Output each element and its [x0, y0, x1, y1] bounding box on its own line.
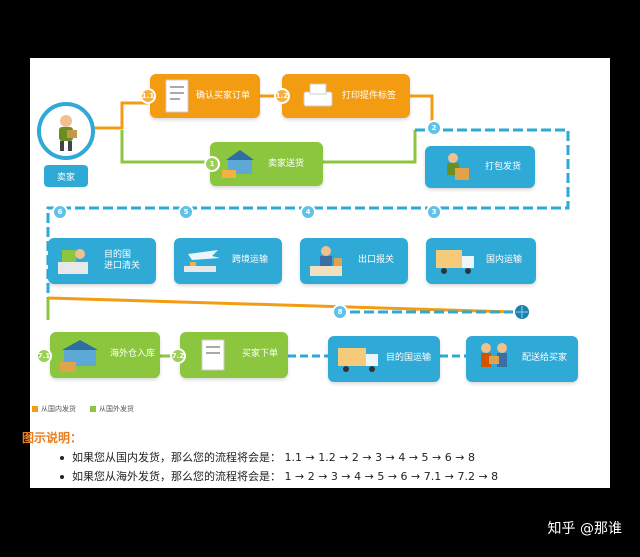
step-2-label: 打包发货 [485, 162, 522, 172]
step-badge-6: 6 [52, 204, 68, 220]
step-1-1-label: 确认买家订单 [196, 91, 251, 101]
caption-line-2-text: 如果您从海外发货，那么您的流程将会是： 1 → 2 → 3 → 4 → 5 → … [72, 470, 499, 483]
bullet-dot [60, 456, 64, 460]
orange-path-to-8 [47, 296, 516, 314]
blue-path-2 [46, 128, 570, 298]
green-path-right [323, 130, 417, 164]
step-badge-4: 4 [300, 204, 316, 220]
deliver-to-buyer-box: 配送给买家 [466, 336, 578, 382]
airplane-ship-icon [184, 250, 220, 272]
legend-orange-swatch [32, 406, 38, 412]
overseas-warehouse-icon [60, 340, 98, 372]
order-document-icon [165, 79, 189, 113]
step-3-label: 国内运输 [486, 255, 523, 265]
step-5-box: 跨境运输 [174, 238, 282, 284]
seller-avatar [37, 102, 95, 160]
step-1-1-box: 确认买家订单 [150, 74, 260, 118]
seller-person-icon [59, 115, 77, 151]
step-7-2-label: 买家下单 [242, 349, 279, 359]
flow-connectors [46, 94, 570, 358]
step-5-label: 跨境运输 [232, 255, 269, 265]
step-badge-3: 3 [426, 204, 442, 220]
buyer-order-document-icon [201, 339, 225, 371]
courier-handover-icon [481, 343, 507, 367]
step-badge-7-2: 7.2 [170, 348, 186, 364]
step-3-box: 国内运输 [426, 238, 536, 284]
step-6-label: 目的国 进口清关 [104, 250, 141, 271]
step-8-label: 目的国运输 [386, 353, 432, 363]
step-badge-1: 1 [204, 156, 220, 172]
step-1-box: 卖家送货 [210, 142, 323, 186]
step-7-1-box: 海外仓入库 [50, 332, 160, 378]
step-badge-2: 2 [426, 120, 442, 136]
caption-title: 图示说明： [22, 431, 83, 445]
step-badge-5: 5 [178, 204, 194, 220]
step-badge-1-1: 1.1 [140, 88, 156, 104]
destination-truck-icon [338, 348, 378, 372]
diagram-panel: 卖家 确认买家订单 1.1 打印提件标签 1.2 卖家送货 1 [22, 58, 610, 488]
caption-line-1-text: 如果您从国内发货，那么您的流程将会是： 1.1 → 1.2 → 2 → 3 → … [72, 451, 475, 464]
step-4-box: 出口报关 [300, 238, 408, 284]
export-clerk-icon [310, 246, 342, 276]
legend-domestic-label: 从国内发货 [41, 405, 76, 413]
legend-overseas: 从国外发货 [90, 404, 134, 414]
orange-path-top [90, 101, 148, 130]
warehouse-truck-icon [222, 150, 254, 178]
step-badge-1-2: 1.2 [274, 88, 290, 104]
bullet-dot [60, 475, 64, 479]
step-badge-8: 8 [332, 304, 348, 320]
green-path [120, 130, 210, 164]
step-badge-7-1: 7.1 [36, 348, 52, 364]
step-1-2-box: 打印提件标签 [282, 74, 410, 118]
orange-path-right [410, 94, 434, 130]
step-8-box: 目的国运输 [328, 336, 440, 382]
caption-line-1: 如果您从国内发货，那么您的流程将会是： 1.1 → 1.2 → 2 → 3 → … [60, 449, 475, 465]
step-7-2-box: 买家下单 [180, 332, 288, 378]
step-2-box: 打包发货 [425, 146, 535, 188]
step-1-2-label: 打印提件标签 [342, 91, 397, 101]
step-7-1-label: 海外仓入库 [110, 349, 156, 359]
legend-overseas-label: 从国外发货 [99, 405, 134, 413]
legend-green-swatch [90, 406, 96, 412]
seller-label: 卖家 [44, 165, 88, 187]
step-4-label: 出口报关 [358, 255, 395, 265]
step-6-box: 目的国 进口清关 [48, 238, 156, 284]
legend-domestic: 从国内发货 [32, 404, 76, 414]
step-1-label: 卖家送货 [268, 159, 305, 169]
delivery-truck-icon [436, 250, 474, 274]
caption-line-2: 如果您从海外发货，那么您的流程将会是： 1 → 2 → 3 → 4 → 5 → … [60, 468, 498, 484]
label-printer-icon [303, 83, 333, 107]
zhihu-watermark: 知乎 @那谁 [547, 521, 622, 537]
packing-worker-icon [447, 153, 469, 180]
deliver-to-buyer-label: 配送给买家 [522, 353, 568, 363]
customs-office-icon [58, 249, 88, 274]
